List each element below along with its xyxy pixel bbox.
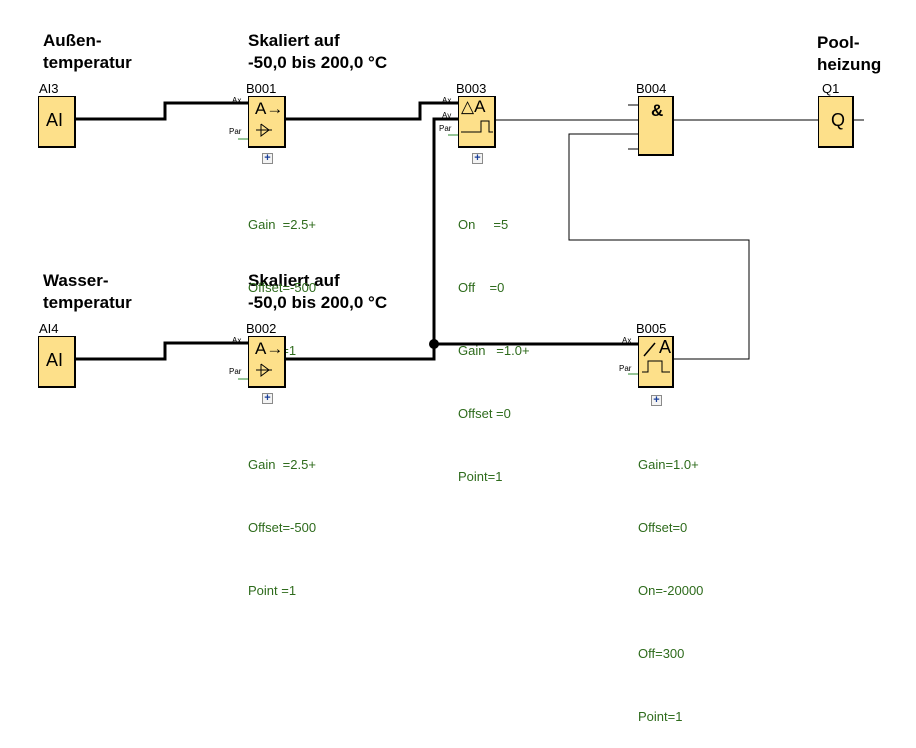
param-gain: Gain=1.0+ [638,457,699,472]
pulse-icon [461,120,493,133]
caption-line: Außen- [43,31,102,50]
caption-line: -50,0 bis 200,0 °C [248,53,388,72]
ramp-icon [643,342,656,357]
delta-analog-icon: △A [461,97,486,116]
caption-line: temperatur [43,293,132,312]
wire-ai3-b001[interactable] [75,101,248,121]
pin-par: Par [439,124,452,133]
amplifier-icon: A→ [255,99,284,118]
expand-params-b001[interactable]: + [262,153,273,164]
param-offset: Offset =0 [458,406,511,421]
param-gain: Gain =2.5+ [248,457,316,472]
pin-par: Par [619,364,632,373]
param-gain: Gain =1.0+ [458,343,530,358]
block-b001-analog-amplifier[interactable]: A→ [248,96,286,148]
param-point: Point =1 [248,583,297,598]
pin-ax: Ax [232,336,242,345]
param-offset: Offset=-500 [248,280,317,295]
block-id-ai3: AI3 [39,81,59,96]
expand-params-b003[interactable]: + [472,153,483,164]
wire-junction-b003[interactable] [432,117,458,344]
caption-wassertemperatur: Wasser- temperatur [43,270,132,314]
caption-skaliert-1: Skaliert auf -50,0 bis 200,0 °C [248,30,387,74]
param-offset: Offset=0 [638,520,688,535]
analog-icon: A [659,337,672,357]
pin-ax: Ax [622,336,632,345]
wire-ai4-b002[interactable] [75,341,248,361]
block-id-q1: Q1 [822,81,840,96]
caption-line: Wasser- [43,271,109,290]
pin-ay: Ay [442,111,452,120]
block-id-b005: B005 [636,321,667,336]
caption-skaliert-2: Skaliert auf -50,0 bis 200,0 °C [248,270,387,314]
wire-junction-dot [429,339,439,349]
param-on: On=-20000 [638,583,704,598]
caption-line: heizung [817,55,882,74]
block-b003-analog-differential-trigger[interactable]: △A [458,96,496,148]
analog-input-icon: AI [46,350,64,370]
param-on: On =5 [458,217,509,232]
caption-line: Pool- [817,33,860,52]
params-b003: On =5 Off =0 Gain =1.0+ Offset =0 Point=… [458,172,530,508]
block-id-b003: B003 [456,81,487,96]
caption-line: Skaliert auf [248,31,340,50]
param-offset: Offset=-500 [248,520,317,535]
caption-line: Skaliert auf [248,271,340,290]
amplifier-triangle-icon [256,363,272,377]
output-icon: Q [831,110,846,130]
param-point: Point=1 [638,709,683,724]
caption-poolheizung: Pool- heizung [817,32,881,76]
block-ai3[interactable]: AI [38,96,76,148]
caption-line: temperatur [43,53,132,72]
block-id-b002: B002 [246,321,277,336]
pin-par: Par [229,127,242,136]
params-b002: Gain =2.5+ Offset=-500 Point =1 [248,412,316,622]
param-off: Off =0 [458,280,505,295]
params-b005: Gain=1.0+ Offset=0 On=-20000 Off=300 Poi… [638,412,703,748]
param-point: Point=1 [458,469,503,484]
pin-par: Par [229,367,242,376]
block-ai4[interactable]: AI [38,336,76,388]
amplifier-triangle-icon [256,123,272,137]
block-q1-output[interactable]: Q [818,96,854,148]
caption-aussentemperatur: Außen- temperatur [43,30,132,74]
wire-b005-b004[interactable] [568,133,750,360]
expand-params-b005[interactable]: + [651,395,662,406]
block-b005-analog-threshold-trigger[interactable]: A [638,336,674,388]
param-gain: Gain =2.5+ [248,217,316,232]
amplifier-icon: A→ [255,339,284,358]
param-off: Off=300 [638,646,685,661]
block-id-ai4: AI4 [39,321,59,336]
wiring-layer [75,101,864,380]
block-id-b001: B001 [246,81,277,96]
pin-ax: Ax [232,96,242,105]
block-id-b004: B004 [636,81,667,96]
pulse-icon [642,360,670,373]
block-b004-and-gate[interactable]: & [638,96,674,156]
pin-ax: Ax [442,96,452,105]
caption-line: -50,0 bis 200,0 °C [248,293,388,312]
wire-b001-b003[interactable] [285,101,458,121]
expand-params-b002[interactable]: + [262,393,273,404]
analog-input-icon: AI [46,110,64,130]
and-icon: & [651,101,664,120]
block-b002-analog-amplifier[interactable]: A→ [248,336,286,388]
